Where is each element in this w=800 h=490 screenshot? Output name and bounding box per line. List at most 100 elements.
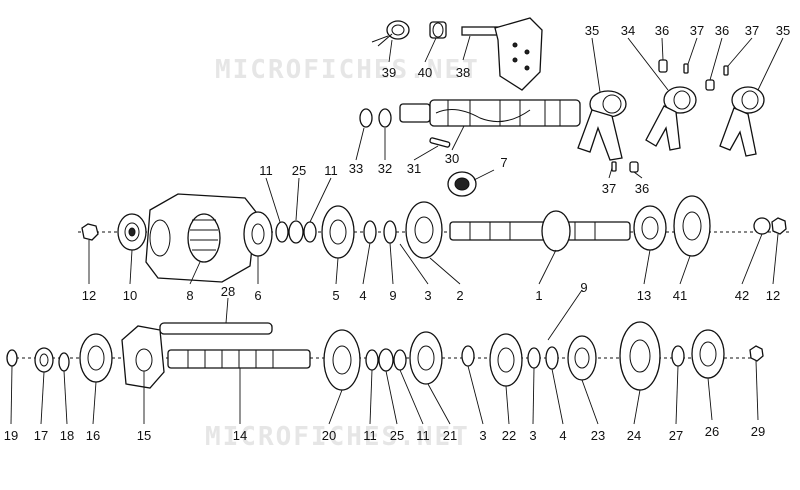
callout-35-left: 35 <box>585 23 599 38</box>
callout-23: 23 <box>591 428 605 443</box>
shaft-part-28 <box>159 322 273 335</box>
gear-part-8 <box>187 213 221 263</box>
callout-9-mid: 9 <box>389 288 396 303</box>
layshaft-part-14 <box>167 349 311 369</box>
bearing-part-10 <box>117 213 147 251</box>
callout-11-bottom-b: 11 <box>416 428 430 443</box>
shift-fork-middle <box>645 86 697 151</box>
washer-part-4 <box>363 220 377 244</box>
callout-39: 39 <box>382 65 396 80</box>
washer-part-3-bottom-b <box>527 347 541 369</box>
callout-38: 38 <box>456 65 470 80</box>
callout-5: 5 <box>332 288 339 303</box>
gear-part-2 <box>405 201 443 259</box>
callout-33: 33 <box>349 161 363 176</box>
cover-plate-part-15 <box>121 325 165 389</box>
callout-31: 31 <box>407 161 421 176</box>
callout-40: 40 <box>418 65 432 80</box>
callout-42: 42 <box>735 288 749 303</box>
callout-6: 6 <box>254 288 261 303</box>
callout-35-right: 35 <box>776 23 790 38</box>
callout-15: 15 <box>137 428 151 443</box>
callout-3-bottom-a: 3 <box>479 428 486 443</box>
gear-part-6 <box>243 211 273 257</box>
gear-part-24 <box>619 321 661 391</box>
leader-lines <box>10 35 784 425</box>
callout-37-top: 37 <box>690 23 704 38</box>
callout-14: 14 <box>233 428 247 443</box>
callout-20: 20 <box>322 428 336 443</box>
callout-17: 17 <box>34 428 48 443</box>
bushing-part-40 <box>429 21 447 39</box>
washer-part-18 <box>58 352 70 372</box>
shift-fork-left <box>577 90 627 161</box>
callout-36-bottom: 36 <box>635 181 649 196</box>
callout-25-bottom: 25 <box>390 428 404 443</box>
washer-part-4-bottom <box>545 346 559 370</box>
gear-part-21 <box>409 331 443 385</box>
callout-34: 34 <box>621 23 635 38</box>
circlip-part-19 <box>6 349 18 367</box>
selector-spring-part <box>371 20 410 47</box>
pin-part-31 <box>429 137 451 148</box>
mainshaft-part-1 <box>449 210 631 252</box>
callout-26: 26 <box>705 424 719 439</box>
callout-11-bottom-a: 11 <box>363 428 377 443</box>
ring-part-33 <box>359 108 373 128</box>
callout-10: 10 <box>123 288 137 303</box>
selector-drum-part <box>399 99 581 127</box>
washer-part-9 <box>383 220 397 244</box>
callout-21: 21 <box>443 428 457 443</box>
nut-part-12-left <box>81 223 99 241</box>
fork-pins <box>611 59 729 173</box>
callout-19: 19 <box>4 428 18 443</box>
callout-4-bottom: 4 <box>559 428 566 443</box>
washer-set-bottom <box>365 348 407 372</box>
ring-part-32 <box>378 108 392 128</box>
bearing-part-16 <box>79 333 113 383</box>
callout-4-mid: 4 <box>359 288 366 303</box>
nut-part-12-right <box>771 217 787 235</box>
washer-part-42 <box>753 217 771 235</box>
callout-25-mid: 25 <box>292 163 306 178</box>
bearing-part-13 <box>633 205 667 251</box>
callout-37-bottom: 37 <box>602 181 616 196</box>
callout-32: 32 <box>378 161 392 176</box>
gear-part-23 <box>567 335 597 381</box>
bearing-part-26 <box>691 329 725 379</box>
callout-labels: 39 40 38 35 34 36 37 36 37 35 33 32 31 3… <box>4 23 790 443</box>
callout-18: 18 <box>60 428 74 443</box>
seal-part-17 <box>34 347 54 373</box>
callout-22: 22 <box>502 428 516 443</box>
washer-set-left <box>275 220 317 244</box>
callout-16: 16 <box>86 428 100 443</box>
callout-30: 30 <box>445 151 459 166</box>
callout-11-mid-a: 11 <box>259 163 273 178</box>
callout-8: 8 <box>186 288 193 303</box>
callout-29: 29 <box>751 424 765 439</box>
gear-part-20 <box>323 329 361 391</box>
callout-3-bottom-b: 3 <box>529 428 536 443</box>
watermark-top: MICROFICHES.NET <box>215 55 480 85</box>
callout-37-top-b: 37 <box>745 23 759 38</box>
washer-part-3-bottom <box>461 345 475 367</box>
watermark-bottom: MICROFICHES.NET <box>205 422 470 452</box>
callout-13: 13 <box>637 288 651 303</box>
washer-part-27 <box>671 345 685 367</box>
callout-24: 24 <box>627 428 641 443</box>
callout-27: 27 <box>669 428 683 443</box>
callout-36-top: 36 <box>655 23 669 38</box>
selector-plate-part <box>461 17 543 91</box>
callout-9-bottom: 9 <box>580 280 587 295</box>
shift-fork-right <box>719 86 765 157</box>
callout-7: 7 <box>500 155 507 170</box>
callout-12-right: 12 <box>766 288 780 303</box>
callout-11-mid-b: 11 <box>324 163 338 178</box>
nut-part-29 <box>749 345 764 362</box>
needle-bearing-part-7 <box>447 171 477 197</box>
callout-3-mid: 3 <box>424 288 431 303</box>
gear-part-5 <box>321 205 355 259</box>
gear-part-22 <box>489 333 523 387</box>
callout-41: 41 <box>673 288 687 303</box>
